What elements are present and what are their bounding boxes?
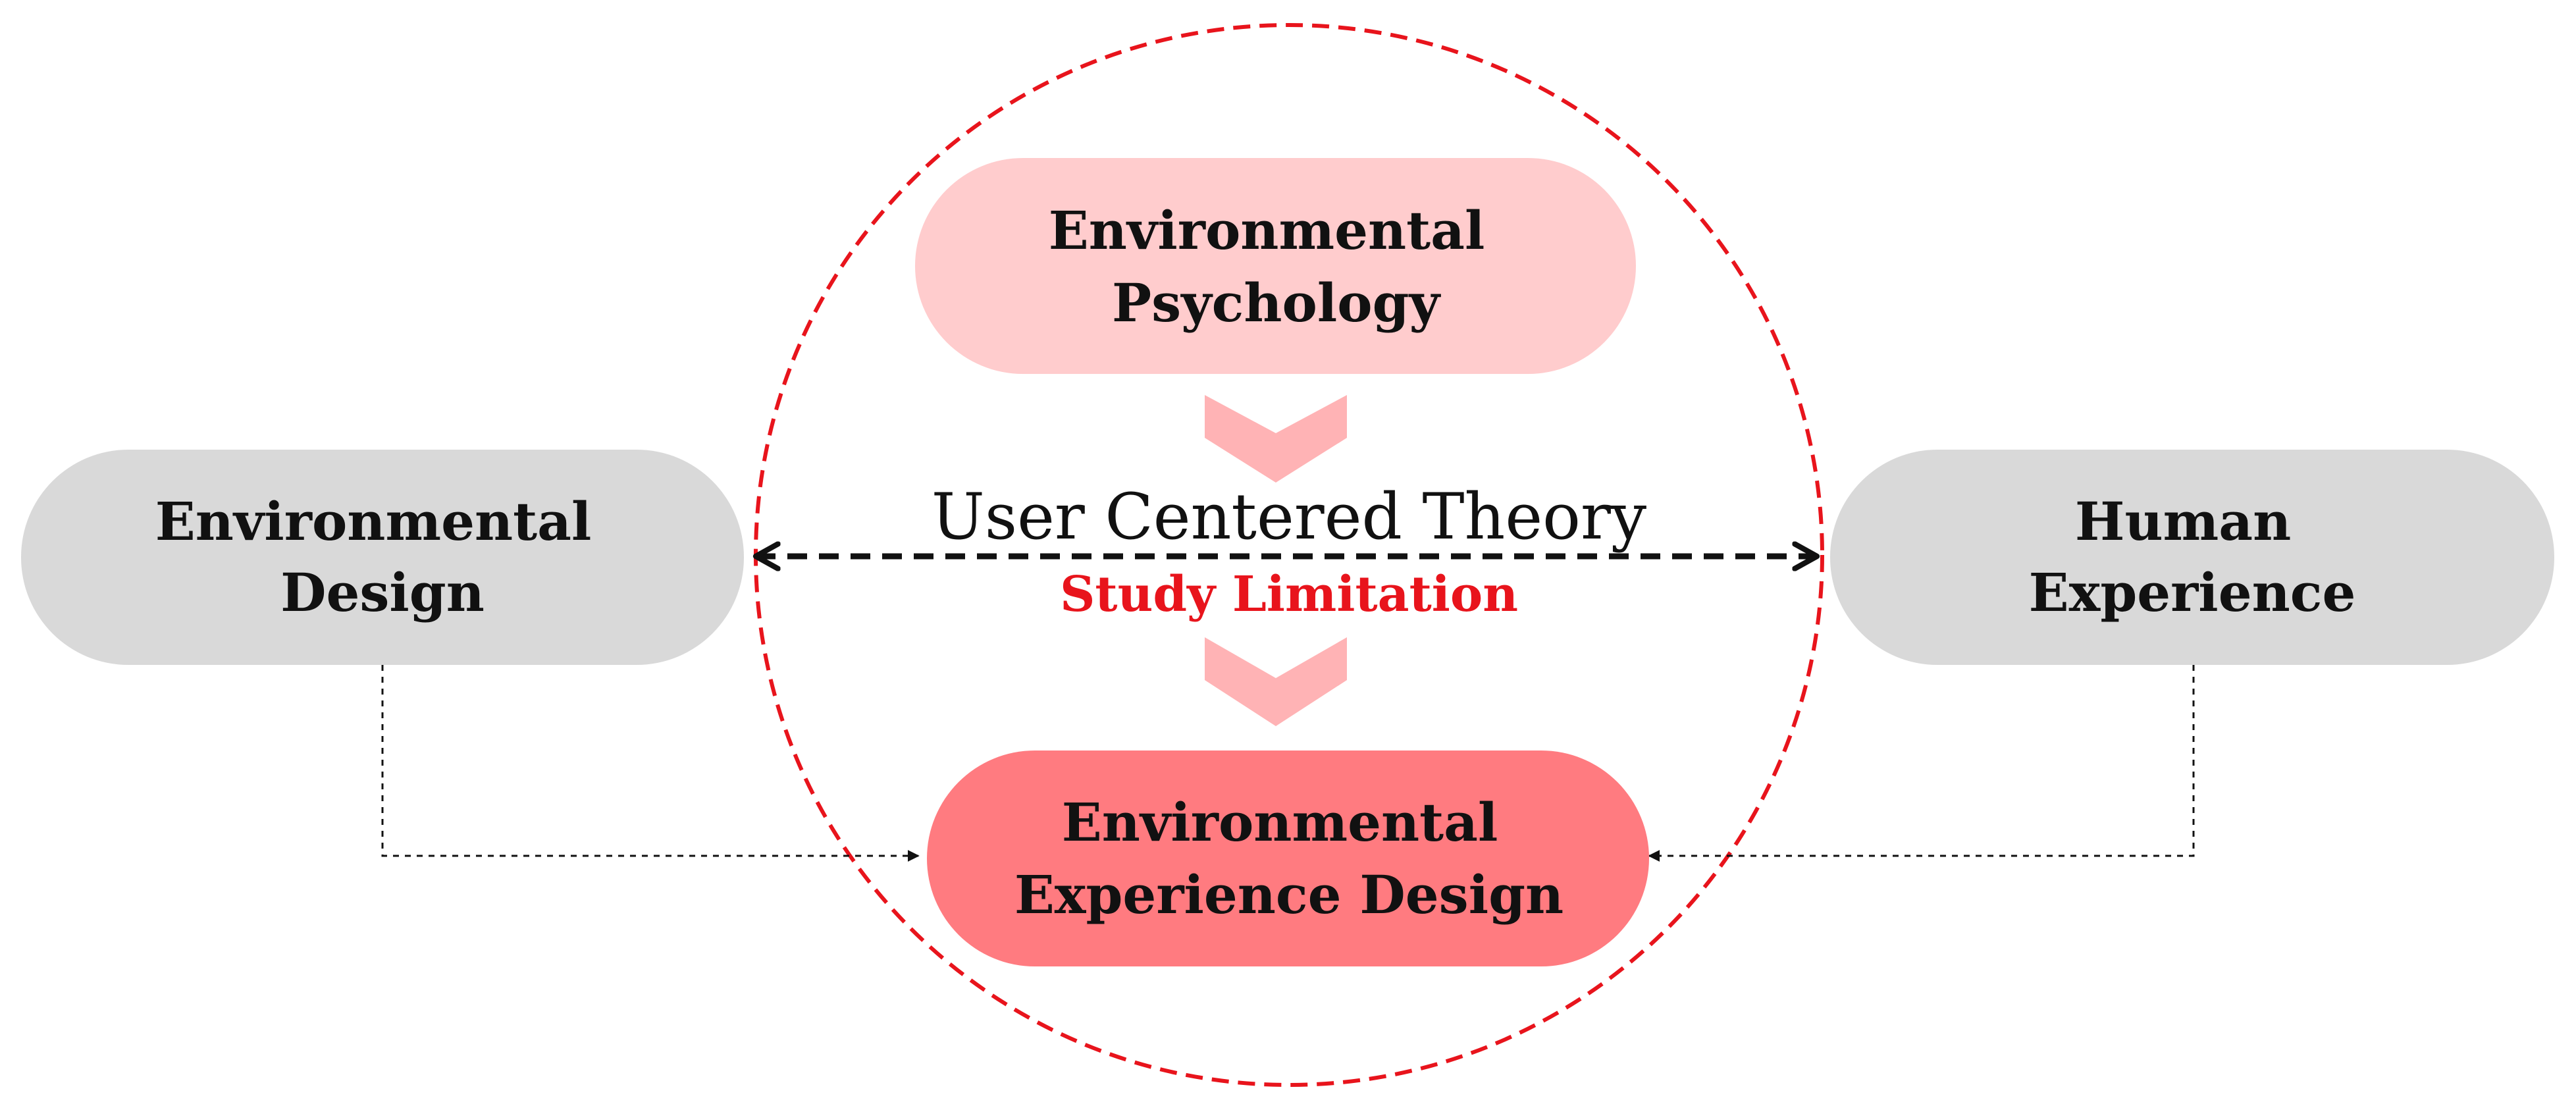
environmental-design-line1: Environmental [155,490,592,552]
environmental-design-line2: Design [280,562,485,623]
connector-design-to-outcome [381,665,920,862]
user-centered-theory-label: User Centered Theory [932,480,1646,554]
environmental-design-box [21,450,744,665]
svg-text:Human Experience: Human Experience [2029,490,2356,623]
connector-human-to-outcome [1648,665,2195,862]
environmental-experience-design-box [927,750,1649,966]
environmental-psychology-line1: Environmental [1049,199,1485,261]
svg-text:Environmental Psychology: Environmental Psychology [1049,199,1503,334]
human-experience-line2: Experience [2029,562,2356,623]
study-limitation-label: Study Limitation [1060,566,1518,623]
environmental-psychology-box [915,158,1636,374]
human-experience-line1: Human [2075,490,2291,552]
environmental-psychology-line2: Psychology [1112,272,1442,334]
environmental-experience-design-line1: Environmental [1062,791,1498,853]
human-experience-box [1830,450,2554,665]
chevron-down-icon [1205,395,1347,483]
chevron-down-icon [1205,637,1347,726]
svg-text:Environmental Experience D: Environmental Experience Design [1014,791,1564,926]
environmental-experience-design-line2: Experience Design [1014,864,1564,926]
svg-text:Environmental Design: Environmental Design [155,490,610,623]
